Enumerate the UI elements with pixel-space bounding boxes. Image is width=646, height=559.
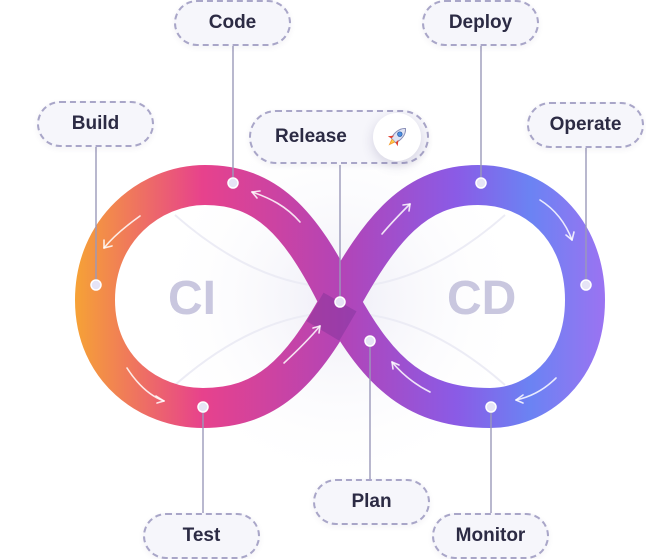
rocket-icon	[373, 113, 421, 161]
stage-code-label: Code	[208, 12, 257, 33]
flow-arrow-head	[515, 394, 524, 404]
flow-arrow	[251, 191, 301, 223]
flow-arrow	[391, 361, 431, 393]
flow-arrow-head	[103, 239, 113, 249]
stage-build-pill[interactable]: Build	[37, 101, 154, 147]
flow-arrow	[515, 377, 557, 401]
flow-arrow-head	[155, 395, 165, 404]
node-dot-code	[227, 177, 239, 189]
flow-arrow-head	[402, 203, 411, 212]
stage-monitor-label: Monitor	[455, 525, 526, 546]
flow-arrow	[103, 215, 141, 249]
flow-arrow-head	[251, 190, 261, 199]
rocket-icon-graphic	[387, 128, 406, 147]
stage-monitor-pill[interactable]: Monitor	[432, 513, 549, 559]
stage-deploy-pill[interactable]: Deploy	[422, 0, 539, 46]
node-dot-test	[197, 401, 209, 413]
ci-label: CI	[168, 272, 216, 325]
node-dots	[90, 177, 592, 413]
flow-arrow	[283, 325, 321, 364]
node-dot-build	[90, 279, 102, 291]
stage-operate-label: Operate	[549, 114, 622, 135]
node-dot-monitor	[485, 401, 497, 413]
connector-lines	[95, 45, 587, 513]
stage-release-label: Release	[275, 126, 347, 147]
cd-label: CD	[447, 272, 517, 325]
stage-plan-pill[interactable]: Plan	[313, 479, 430, 525]
stage-release-pill[interactable]: Release	[249, 110, 429, 164]
flow-arrow	[539, 199, 573, 241]
node-dot-plan	[364, 335, 376, 347]
node-dot-deploy	[475, 177, 487, 189]
stage-test-pill[interactable]: Test	[143, 513, 260, 559]
flow-arrow-head	[391, 361, 400, 370]
stage-test-label: Test	[182, 525, 221, 546]
stage-operate-pill[interactable]: Operate	[527, 102, 644, 148]
stage-code-pill[interactable]: Code	[174, 0, 291, 46]
flow-arrow-head	[312, 325, 321, 334]
stage-deploy-label: Deploy	[448, 12, 513, 33]
stage-build-label: Build	[71, 113, 120, 134]
node-dot-operate	[580, 279, 592, 291]
node-dot-release	[334, 296, 346, 308]
stage-plan-label: Plan	[351, 491, 392, 512]
flow-arrow-head	[565, 231, 575, 241]
flow-arrow	[381, 203, 411, 235]
flow-arrows	[103, 190, 575, 404]
